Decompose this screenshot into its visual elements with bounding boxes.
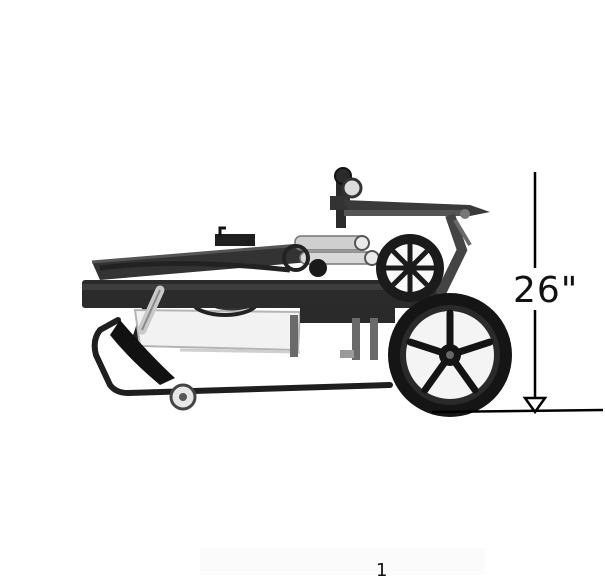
upright-post	[330, 167, 363, 228]
shock-rod	[282, 235, 380, 277]
rear-frame	[344, 200, 490, 298]
height-dimension-label: 26"	[513, 270, 579, 311]
down-arrow-icon	[522, 396, 548, 415]
ground-line	[431, 408, 604, 414]
upper-arm	[91, 226, 310, 280]
dimension-marker	[431, 172, 604, 415]
caster-wheel	[169, 383, 197, 411]
bottom-mark: 1	[376, 560, 388, 581]
main-chassis	[82, 280, 444, 360]
folded-wheel	[376, 234, 444, 302]
rear-wheel	[388, 293, 512, 417]
